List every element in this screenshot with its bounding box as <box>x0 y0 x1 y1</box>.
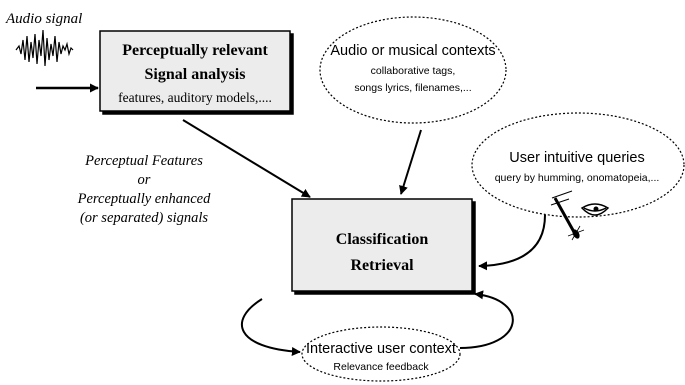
queries-line1: query by humming, onomatopeia,... <box>495 172 660 184</box>
features-caption: Perceptual Features or Perceptually enha… <box>77 153 211 226</box>
feedback-bubble: Interactive user context Relevance feedb… <box>301 326 461 382</box>
signal-analysis-box: Perceptually relevant Signal analysis fe… <box>99 30 291 112</box>
waveform-icon <box>15 29 74 67</box>
audio-signal-label: Audio signal <box>5 11 82 27</box>
feedback-line1: Relevance feedback <box>333 361 429 373</box>
classification-line1: Classification <box>336 231 429 248</box>
analysis-title-line2: Signal analysis <box>145 66 246 83</box>
feedback-to-classification-arrow <box>459 290 514 349</box>
analysis-to-classification-arrow <box>182 119 311 198</box>
classification-line2: Retrieval <box>350 257 414 274</box>
features-line2: or <box>138 172 151 188</box>
features-line1: Perceptual Features <box>84 153 203 169</box>
feedback-title: Interactive user context <box>306 341 456 357</box>
features-line4: (or separated) signals <box>80 210 208 226</box>
features-line3: Perceptually enhanced <box>77 191 211 207</box>
queries-to-classification-arrow <box>478 214 546 271</box>
classification-to-feedback-arrow <box>241 298 301 356</box>
contexts-title: Audio or musical contexts <box>330 43 495 59</box>
queries-title: User intuitive queries <box>509 150 644 166</box>
microphone-icon <box>550 190 585 241</box>
mouth-icon <box>580 203 610 216</box>
queries-bubble: User intuitive queries query by humming,… <box>471 112 685 218</box>
analysis-subtitle: features, auditory models,.... <box>118 90 272 105</box>
classification-box: Classification Retrieval <box>291 198 473 292</box>
contexts-line2: songs lyrics, filenames,... <box>354 82 471 94</box>
contexts-bubble: Audio or musical contexts collaborative … <box>319 16 507 124</box>
contexts-line1: collaborative tags, <box>371 65 456 77</box>
contexts-to-classification-arrow <box>399 129 422 195</box>
analysis-title-line1: Perceptually relevant <box>122 42 268 59</box>
